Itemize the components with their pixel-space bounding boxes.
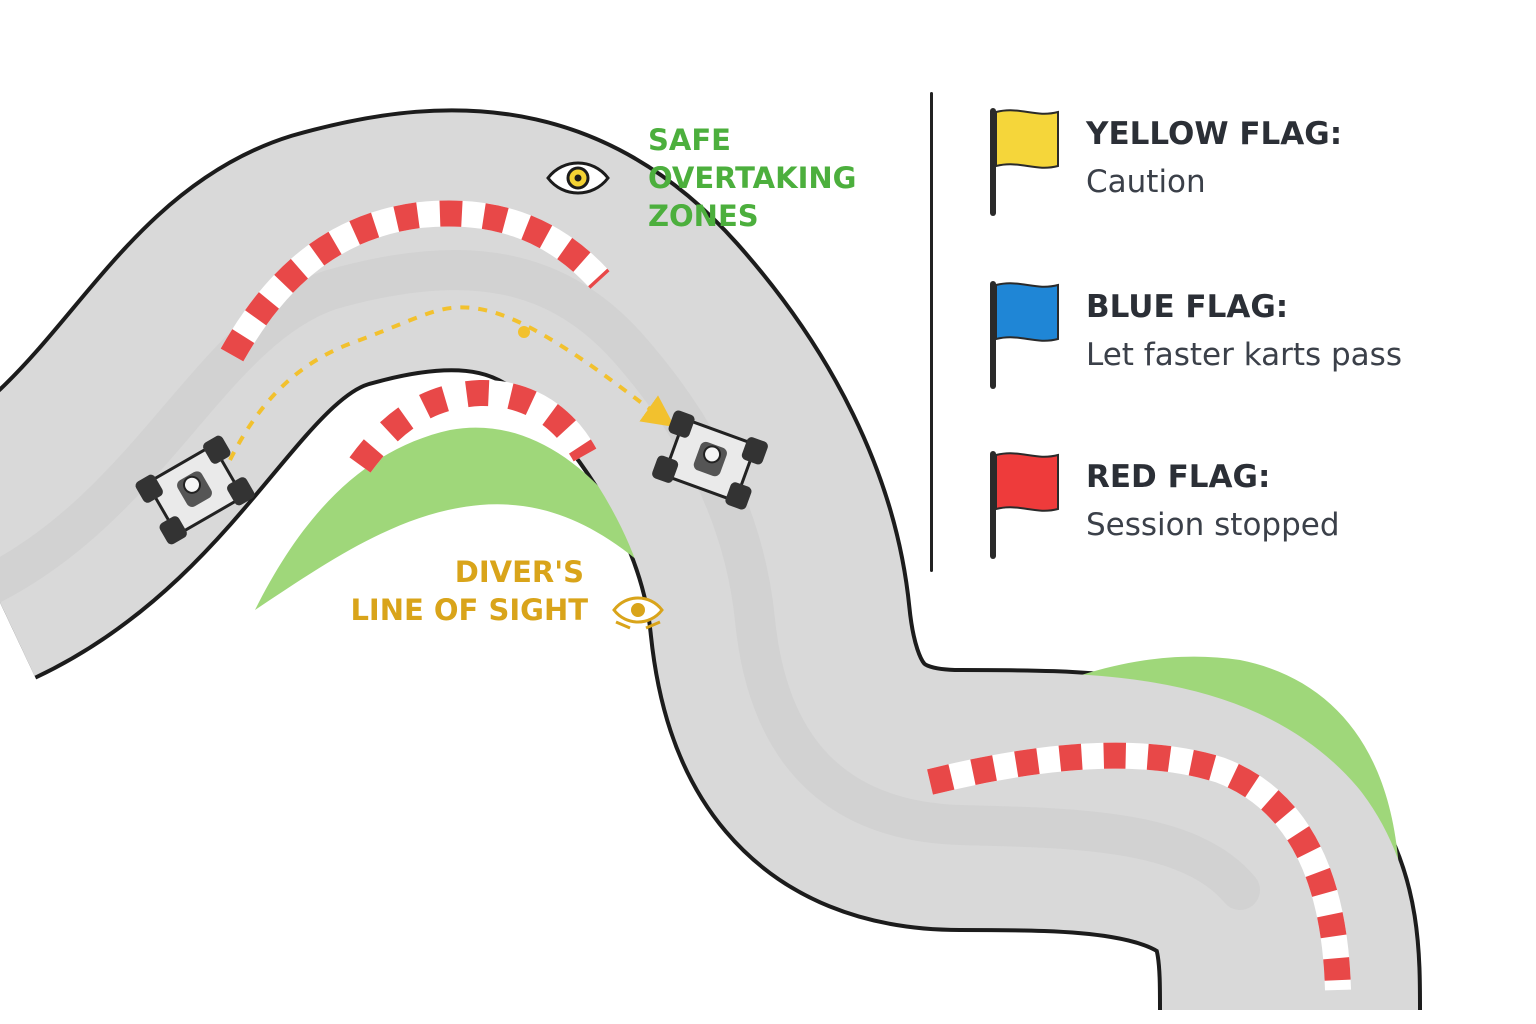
kart-right: [652, 410, 768, 510]
flag-description: Caution: [1086, 164, 1206, 200]
flag-title: BLUE FLAG:: [1086, 289, 1289, 325]
flag-item-red: RED FLAG: Session stopped: [980, 447, 1480, 567]
legend-divider: [930, 92, 933, 572]
flag-description: Session stopped: [1086, 507, 1340, 543]
flag-title: YELLOW FLAG:: [1086, 116, 1343, 152]
kerb-inner-stripes: [349, 379, 597, 473]
flag-item-yellow: YELLOW FLAG: Caution: [980, 104, 1480, 224]
line-of-sight-label-line1: DIVER'S: [455, 555, 584, 589]
eye-icon: [546, 161, 610, 195]
line-of-sight-label-line2: LINE OF SIGHT: [350, 593, 588, 627]
red-flag-icon: [990, 451, 1059, 559]
kerb-top: [220, 200, 610, 362]
yellow-flag-icon: [990, 108, 1059, 216]
grass-inner: [255, 427, 670, 610]
kerb-right-stripes: [926, 742, 1351, 991]
safe-overtaking-label-line1: SAFE: [648, 123, 731, 157]
flag-description: Let faster karts pass: [1086, 337, 1402, 373]
eye-icon: [612, 596, 664, 630]
flag-item-blue: BLUE FLAG: Let faster karts pass: [980, 277, 1480, 397]
safe-overtaking-label-line3: ZONES: [648, 199, 759, 233]
racing-line: [228, 305, 675, 461]
racing-line-dot: [518, 326, 530, 338]
blue-flag-icon: [990, 281, 1059, 389]
flag-title: RED FLAG:: [1086, 459, 1271, 495]
flag-legend: YELLOW FLAG: Caution BLUE FLAG: Let fast…: [930, 92, 1490, 572]
kart-left: [135, 435, 255, 545]
safe-overtaking-label-line2: OVERTAKING: [648, 161, 856, 195]
